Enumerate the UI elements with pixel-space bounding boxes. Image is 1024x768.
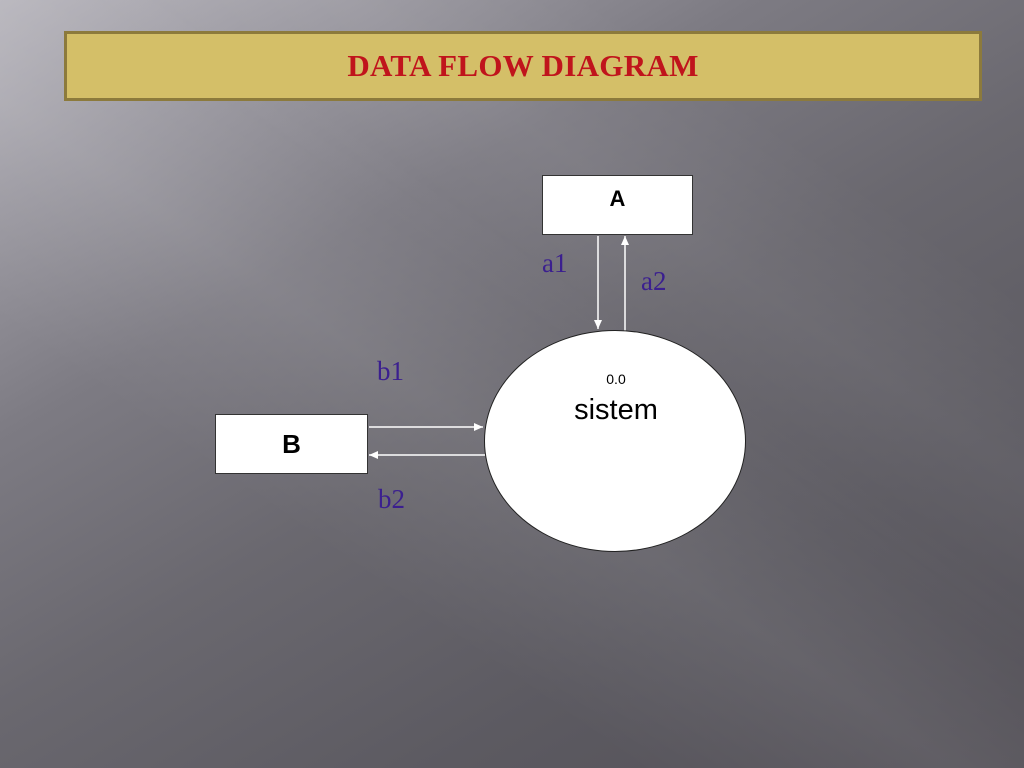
external-entity-a: A xyxy=(542,175,693,235)
flow-label-a2: a2 xyxy=(641,266,667,296)
process-name: sistem xyxy=(574,394,658,426)
external-entity-b: B xyxy=(215,414,368,474)
entity-a-label: A xyxy=(609,186,626,211)
slide-title: DATA FLOW DIAGRAM xyxy=(347,48,699,83)
entity-b-label: B xyxy=(282,428,301,459)
flow-label-b1: b1 xyxy=(377,356,404,386)
process-circle: 0.0 sistem xyxy=(484,330,746,552)
title-banner: DATA FLOW DIAGRAM xyxy=(64,31,982,101)
flow-label-a1: a1 xyxy=(542,248,568,278)
process-number: 0.0 xyxy=(606,371,626,387)
flow-label-b2: b2 xyxy=(378,484,405,514)
